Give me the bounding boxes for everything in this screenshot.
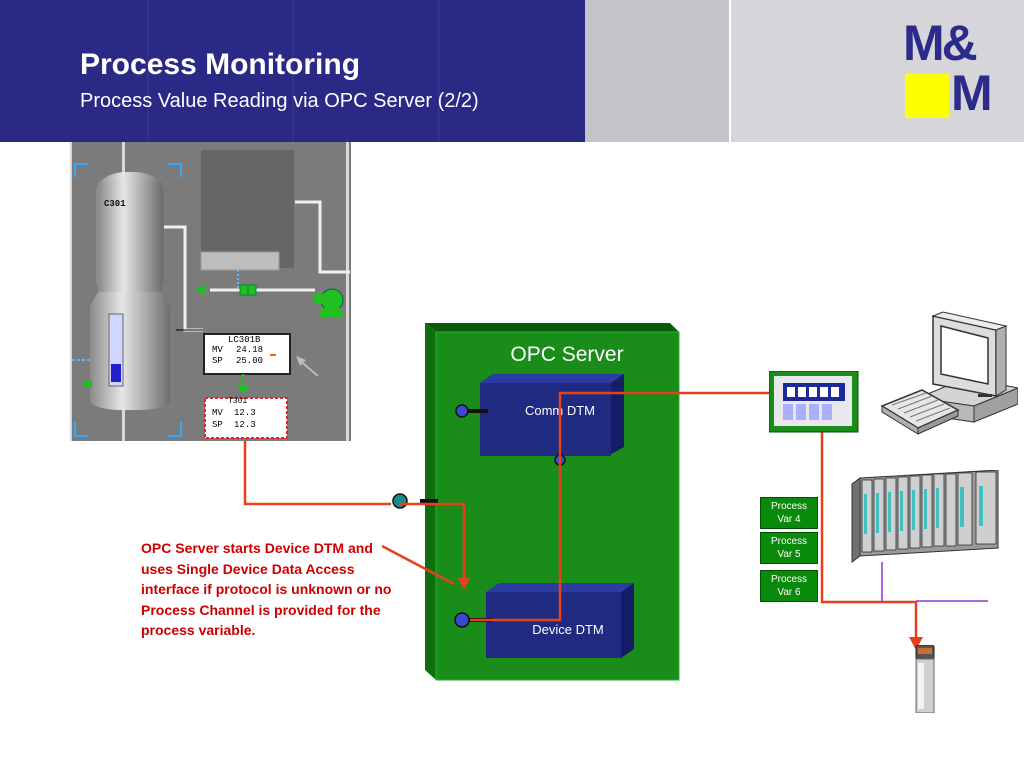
controller-sp-value: 25.00 (236, 356, 264, 366)
indicator-sp-label: SP (212, 420, 223, 430)
process-var-6: Process Var 6 (760, 570, 818, 602)
vessel-label: C301 (104, 199, 126, 209)
display-device-icon (769, 371, 859, 433)
indicator-mv-label: MV (212, 408, 223, 418)
process-var-5-line1: Process (770, 536, 808, 547)
indicator-sp-value: 12.3 (234, 420, 256, 430)
logo-yellow-square (905, 74, 949, 118)
logo-text-bottom: M (951, 65, 993, 121)
controller-tag: LC301B (228, 335, 261, 345)
process-var-6-line1: Process (770, 574, 808, 585)
process-var-6-line2: Var 6 (777, 587, 801, 598)
process-var-5-line2: Var 5 (777, 549, 801, 560)
controller-sp-label: SP (212, 356, 223, 366)
device-dtm-label: Device DTM (532, 622, 604, 637)
page-title: Process Monitoring (80, 48, 361, 81)
process-var-5: Process Var 5 (760, 532, 818, 564)
controller-mv-value: 24.18 (236, 345, 264, 355)
indicator-mv-value: 12.3 (234, 408, 256, 418)
page-subtitle: Process Value Reading via OPC Server (2/… (80, 90, 479, 112)
transmitter-icon (915, 645, 935, 713)
comm-dtm-label: Comm DTM (524, 403, 596, 418)
callout-text: OPC Server starts Device DTM and uses Si… (141, 540, 392, 638)
opc-server-label: OPC Server (510, 343, 624, 366)
valve-icon (194, 285, 206, 295)
indicator-tag: T301 (228, 397, 248, 406)
logo-text-top: M& (903, 15, 978, 71)
plc-rack-icon (851, 470, 999, 563)
process-graphic (70, 142, 351, 441)
company-logo: M& M (903, 16, 1003, 122)
opc-input-connector (392, 493, 408, 509)
header-bar (0, 0, 1024, 142)
keyboard-icon (880, 389, 960, 435)
process-var-4-line2: Var 4 (777, 514, 801, 525)
process-var-4: Process Var 4 (760, 497, 818, 529)
controller-mv-label: MV (212, 345, 223, 355)
process-var-4-line1: Process (770, 501, 808, 512)
computer-icon (880, 311, 1018, 435)
